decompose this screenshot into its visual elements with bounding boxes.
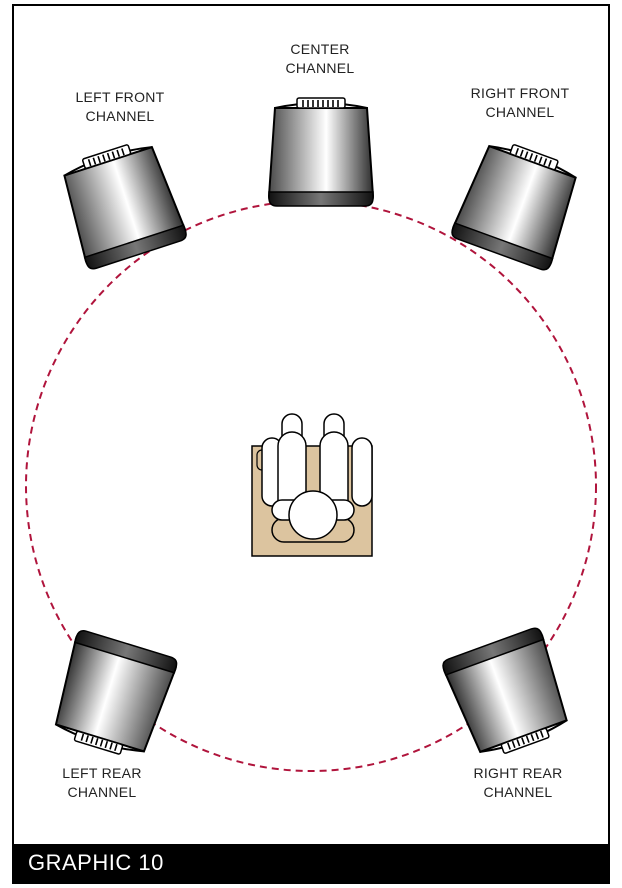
center-speaker-icon: [269, 98, 373, 206]
label-line: RIGHT REAR: [448, 764, 588, 783]
right-rear-label: RIGHT REAR CHANNEL: [448, 764, 588, 802]
left-rear-speaker-icon: [47, 629, 178, 763]
label-line: CENTER: [250, 40, 390, 59]
label-line: LEFT FRONT: [50, 88, 190, 107]
label-line: CHANNEL: [250, 59, 390, 78]
label-line: LEFT REAR: [32, 764, 172, 783]
right-rear-speaker-icon: [441, 626, 576, 763]
label-line: CHANNEL: [448, 783, 588, 802]
label-line: CHANNEL: [32, 783, 172, 802]
label-line: CHANNEL: [50, 107, 190, 126]
label-line: CHANNEL: [450, 103, 590, 122]
label-line: RIGHT FRONT: [450, 84, 590, 103]
right-front-speaker-icon: [450, 135, 585, 272]
center-label: CENTER CHANNEL: [250, 40, 390, 78]
left-front-label: LEFT FRONT CHANNEL: [50, 88, 190, 126]
left-front-speaker-icon: [56, 136, 188, 271]
right-front-label: RIGHT FRONT CHANNEL: [450, 84, 590, 122]
footer-title: GRAPHIC 10: [28, 850, 164, 876]
graphic-frame: LEFT FRONT CHANNEL CENTER CHANNEL RIGHT …: [12, 4, 610, 884]
speaker-placement-diagram: [14, 6, 608, 846]
left-rear-label: LEFT REAR CHANNEL: [32, 764, 172, 802]
footer-bar: GRAPHIC 10: [14, 844, 608, 882]
